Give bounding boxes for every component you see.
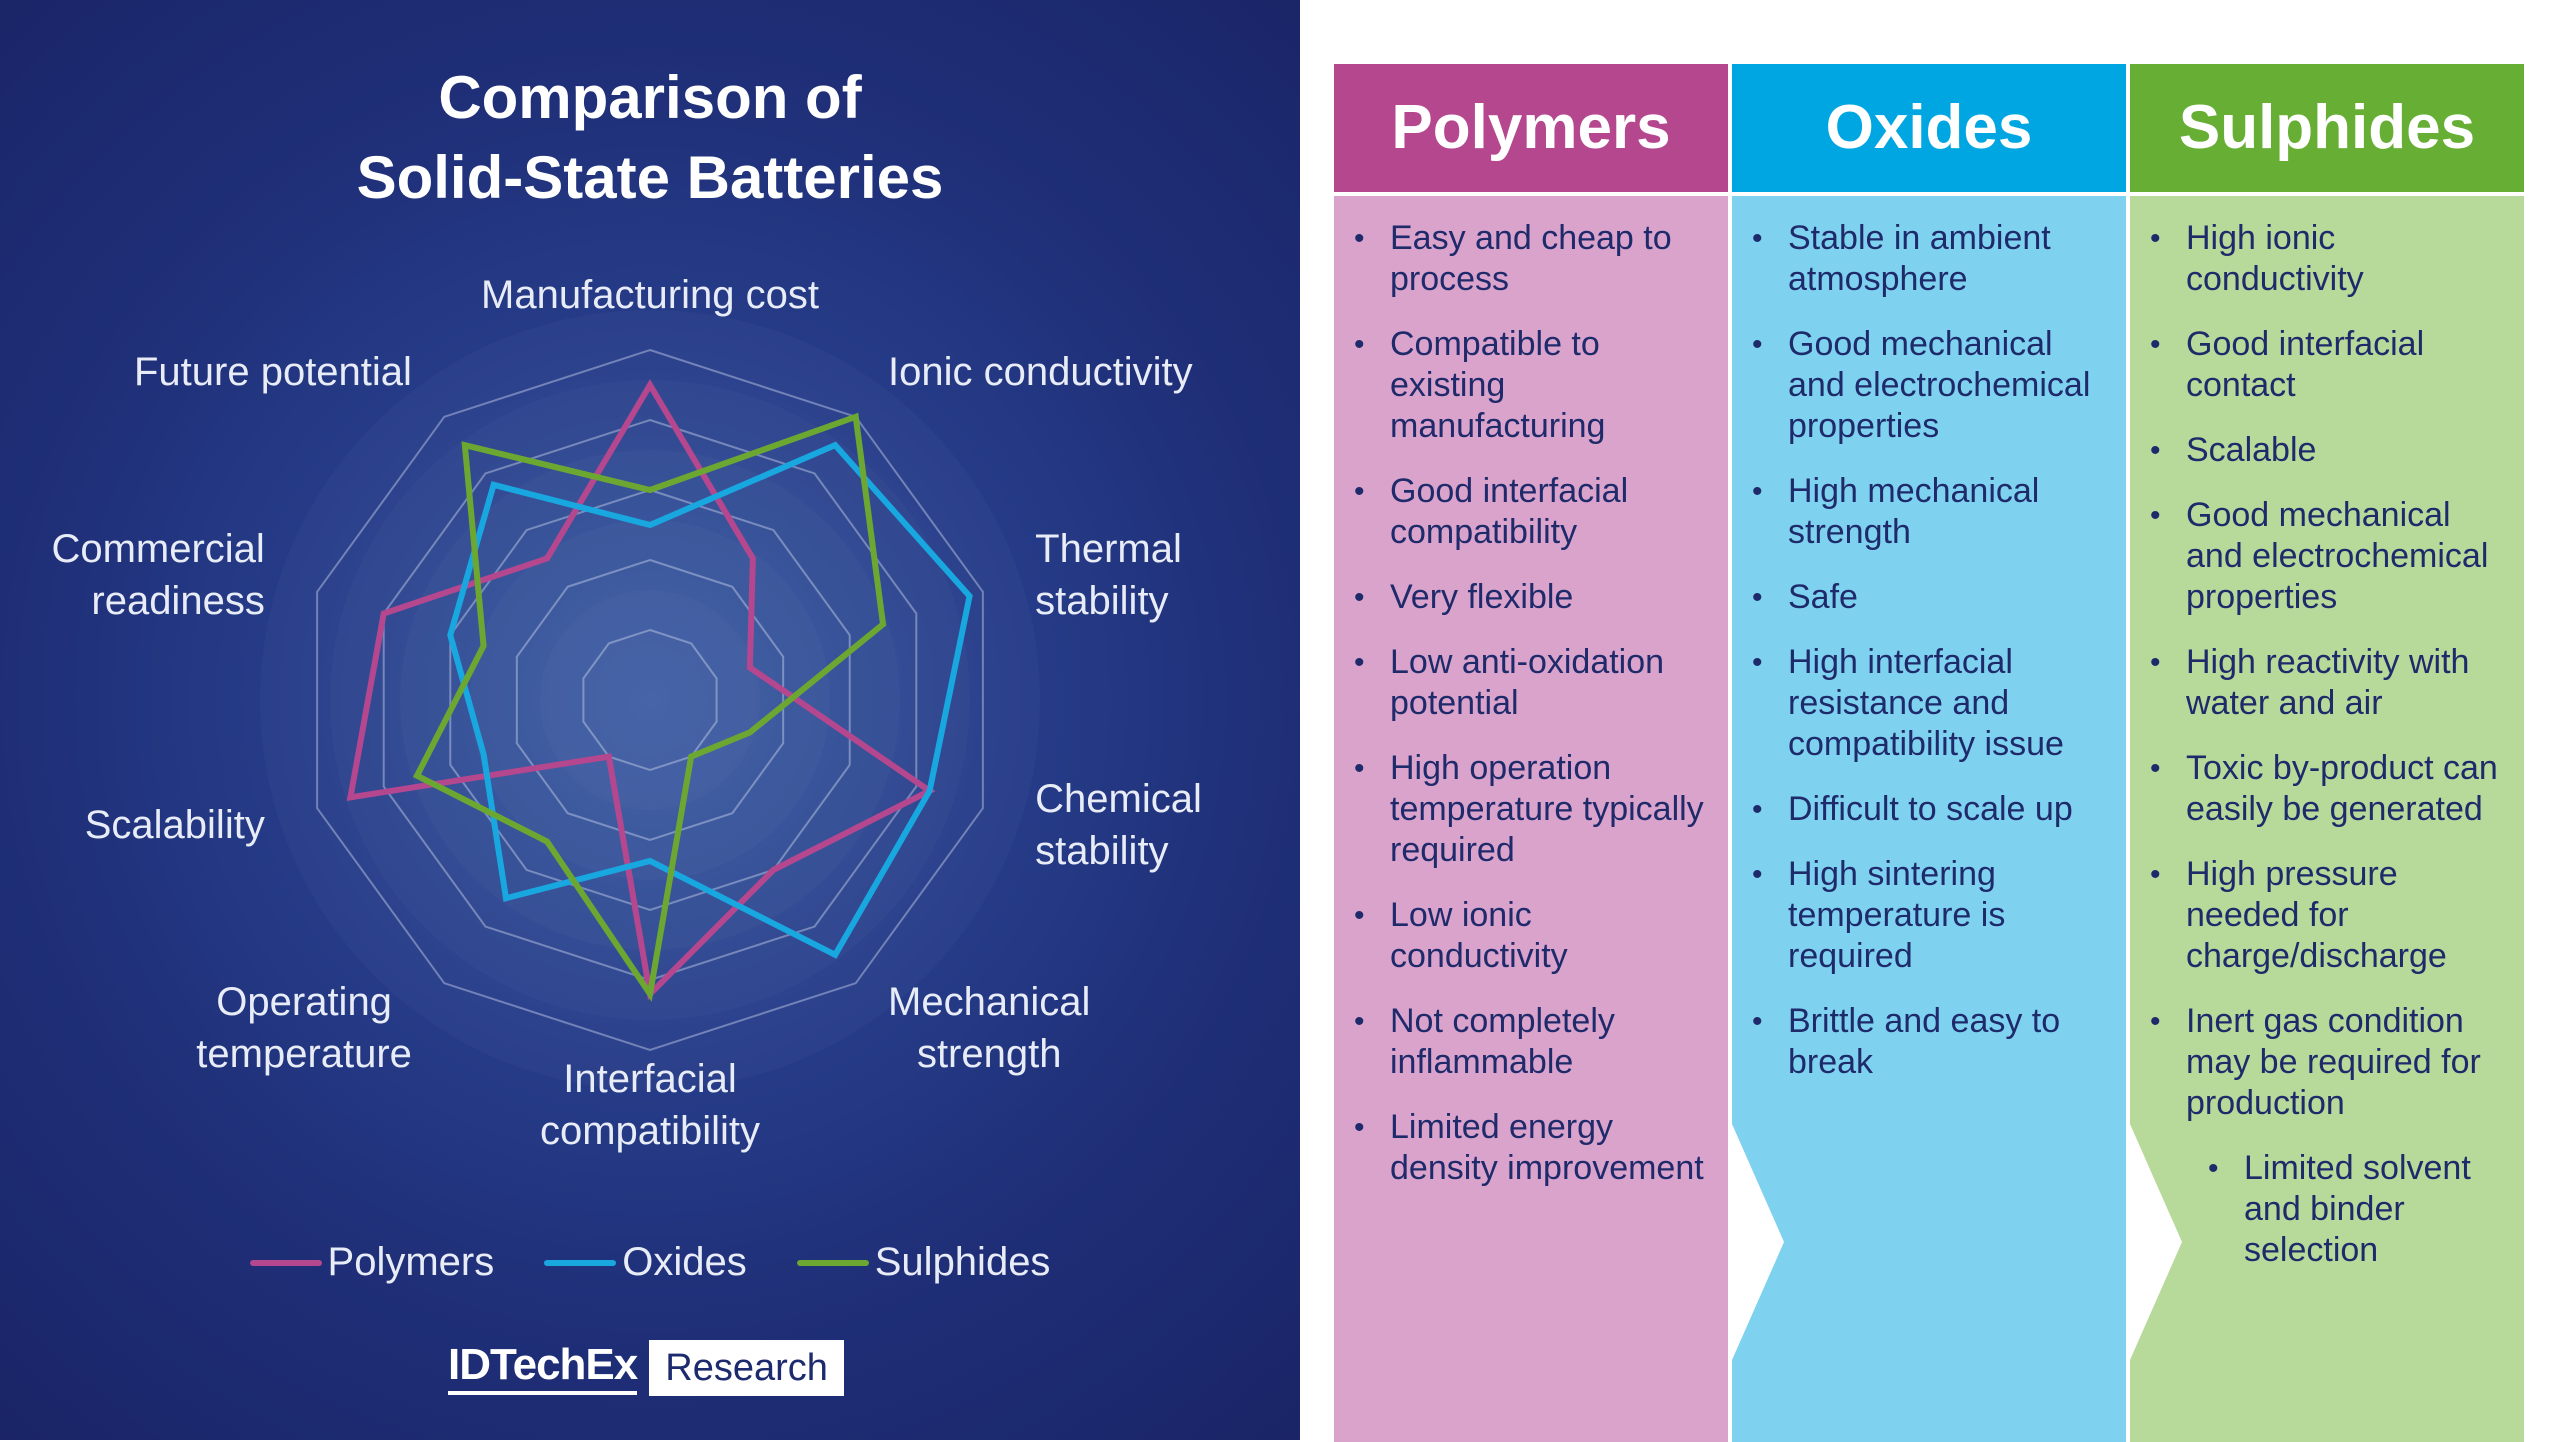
grid-ring bbox=[449, 488, 851, 912]
list-item: Low ionic conductivity bbox=[1334, 895, 1728, 977]
logo-sub: Research bbox=[649, 1340, 844, 1396]
legend-item-sulphides: Sulphides bbox=[796, 1240, 1051, 1285]
column-header-polymers: Polymers bbox=[1334, 64, 1728, 192]
list-item: Scalable bbox=[2130, 430, 2524, 471]
axis-label: Scalability bbox=[84, 803, 265, 848]
list-item: High sintering temperature is required bbox=[1732, 854, 2126, 977]
legend-label-oxides: Oxides bbox=[622, 1240, 747, 1284]
column-polymers: Polymers Easy and cheap to process Compa… bbox=[1334, 64, 1728, 1442]
list-sulphides: High ionic conductivity Good interfacial… bbox=[2130, 218, 2524, 1295]
background-disc bbox=[540, 590, 760, 810]
list-item: Difficult to scale up bbox=[1732, 789, 2126, 830]
column-sulphides: Sulphides High ionic conductivity Good i… bbox=[2130, 64, 2524, 1442]
logo-brand: IDTechEx bbox=[448, 1341, 638, 1395]
legend-item-polymers: Polymers bbox=[249, 1240, 495, 1285]
list-item: Toxic by-product can easily be generated bbox=[2130, 748, 2524, 830]
list-item: Stable in ambient atmosphere bbox=[1732, 218, 2126, 300]
list-item: Good interfacial compatibility bbox=[1334, 471, 1728, 553]
chart-panel: Comparison of Solid-State Batteries Manu… bbox=[0, 0, 1300, 1440]
legend-swatch-oxides bbox=[544, 1259, 617, 1266]
list-item: Easy and cheap to process bbox=[1334, 218, 1728, 300]
grid-ring bbox=[582, 628, 718, 772]
column-body-polymers: Easy and cheap to process Compatible to … bbox=[1334, 196, 1728, 1442]
column-body-sulphides: High ionic conductivity Good interfacial… bbox=[2130, 196, 2524, 1442]
list-oxides: Stable in ambient atmosphere Good mechan… bbox=[1732, 218, 2126, 1107]
legend-item-oxides: Oxides bbox=[544, 1240, 747, 1285]
list-item: High ionic conductivity bbox=[2130, 218, 2524, 300]
list-item: Low anti-oxidation potential bbox=[1334, 642, 1728, 724]
axis-label: Ionic conductivity bbox=[888, 350, 1193, 395]
list-item: Limited energy density improvement bbox=[1334, 1107, 1728, 1189]
list-item: Inert gas condition may be required for … bbox=[2130, 1001, 2524, 1124]
list-item: Good mechanical and electrochemical prop… bbox=[1732, 324, 2126, 447]
axis-label: Future potential bbox=[133, 350, 412, 395]
list-item: Limited solvent and binder selection bbox=[2130, 1148, 2524, 1271]
list-item: High pressure needed for charge/discharg… bbox=[2130, 854, 2524, 977]
column-oxides: Oxides Stable in ambient atmosphere Good… bbox=[1732, 64, 2126, 1442]
legend-label-polymers: Polymers bbox=[327, 1240, 495, 1284]
legend-swatch-polymers bbox=[249, 1259, 322, 1266]
list-item: Safe bbox=[1732, 577, 2126, 618]
list-item: High mechanical strength bbox=[1732, 471, 2126, 553]
series-line-sulphides bbox=[412, 412, 887, 1002]
list-item: High reactivity with water and air bbox=[2130, 642, 2524, 724]
chart-title-line-1: Comparison of bbox=[438, 64, 862, 131]
chart-legend: Polymers Oxides Sulphides bbox=[0, 1240, 1300, 1285]
radar-chart bbox=[316, 348, 984, 1052]
list-item: Compatible to existing manufacturing bbox=[1334, 324, 1728, 447]
column-body-oxides: Stable in ambient atmosphere Good mechan… bbox=[1732, 196, 2126, 1442]
list-item: High operation temperature typically req… bbox=[1334, 748, 1728, 871]
list-item: High interfacial resistance and compatib… bbox=[1732, 642, 2126, 765]
chart-title-line-2: Solid-State Batteries bbox=[356, 144, 944, 211]
legend-swatch-sulphides bbox=[796, 1259, 869, 1266]
legend-label-sulphides: Sulphides bbox=[874, 1240, 1051, 1284]
list-item: Very flexible bbox=[1334, 577, 1728, 618]
list-item: Not completely inflammable bbox=[1334, 1001, 1728, 1083]
axis-label: Manufacturing cost bbox=[481, 273, 819, 317]
chart-title: Comparison of Solid-State Batteries bbox=[0, 58, 1300, 218]
series-line-oxides bbox=[447, 441, 973, 959]
column-header-oxides: Oxides bbox=[1732, 64, 2126, 192]
list-item: Brittle and easy to break bbox=[1732, 1001, 2126, 1083]
list-item: Good interfacial contact bbox=[2130, 324, 2524, 406]
list-polymers: Easy and cheap to process Compatible to … bbox=[1334, 218, 1728, 1213]
grid-ring bbox=[515, 558, 785, 842]
list-item: Good mechanical and electrochemical prop… bbox=[2130, 495, 2524, 618]
grid-ring bbox=[316, 348, 984, 1052]
column-header-sulphides: Sulphides bbox=[2130, 64, 2524, 192]
idtechex-logo: IDTechEx Research bbox=[448, 1340, 844, 1396]
